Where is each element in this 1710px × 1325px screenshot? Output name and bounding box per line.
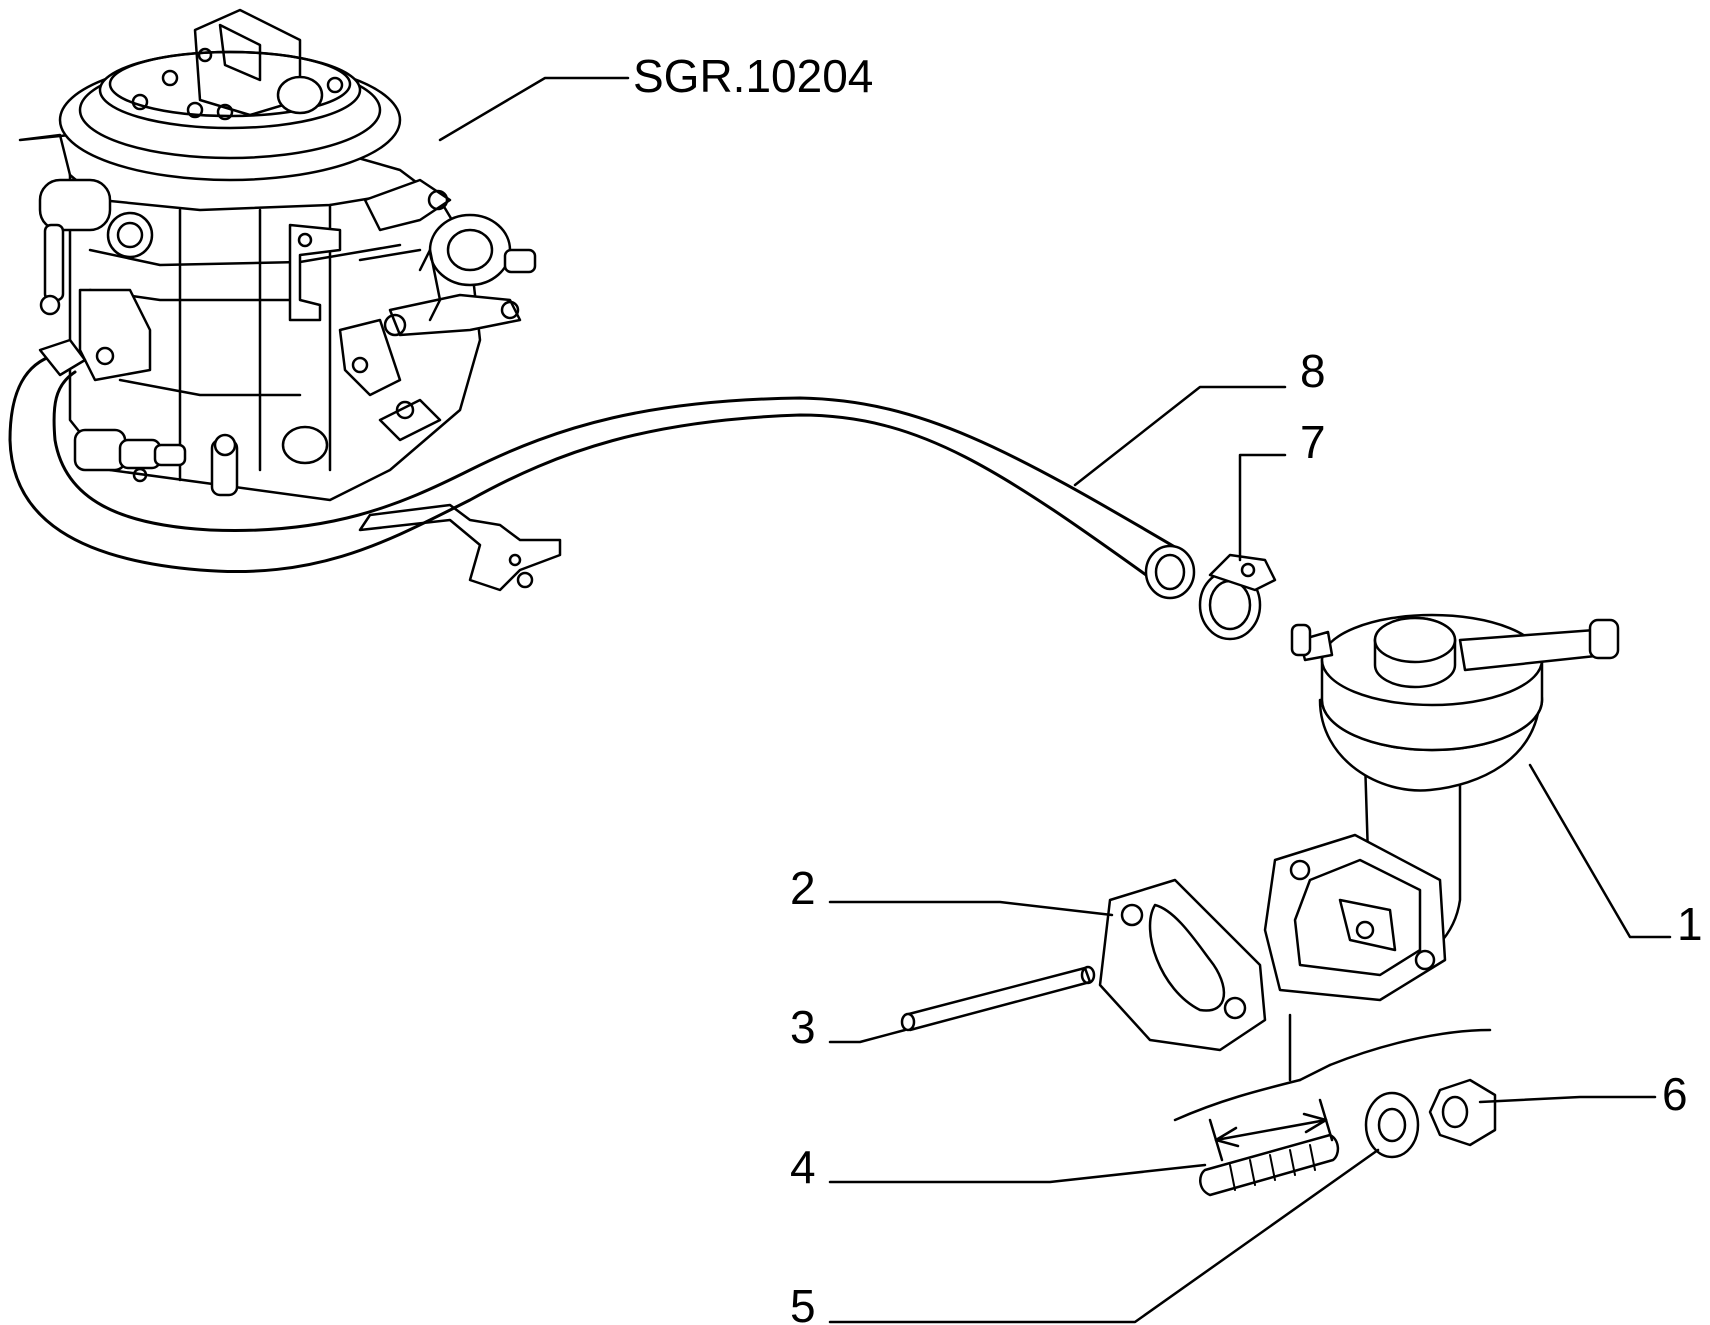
callout-3: 3 [790, 1001, 816, 1053]
callout-1: 1 [1677, 898, 1703, 950]
fuel-hose [8, 338, 1196, 600]
callout-4: 4 [790, 1141, 816, 1193]
gasket [1098, 878, 1267, 1052]
callout-5: 5 [790, 1280, 816, 1325]
washer [1364, 1091, 1420, 1159]
hose-clamp [1198, 553, 1277, 641]
stud [1173, 1013, 1492, 1197]
callout-6: 6 [1662, 1068, 1688, 1120]
leader-lines [438, 76, 1672, 1324]
fuel-pump [1263, 613, 1620, 1002]
carburetor-assembly [18, 8, 562, 592]
reference-label: SGR.10204 [633, 50, 873, 102]
push-rod [900, 965, 1096, 1032]
callout-2: 2 [790, 862, 816, 914]
callout-7: 7 [1300, 416, 1326, 468]
callout-8: 8 [1300, 345, 1326, 397]
nut [1428, 1078, 1497, 1147]
